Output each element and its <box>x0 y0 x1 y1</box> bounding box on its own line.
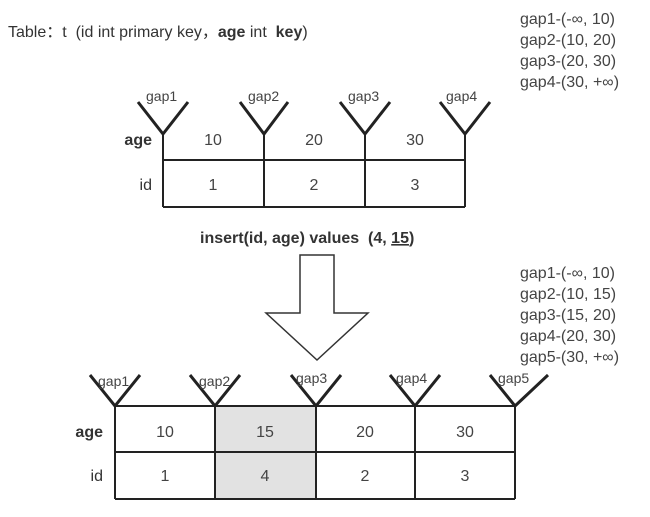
age-cell: 30 <box>456 424 474 441</box>
index-table-before: gap1 gap2 gap3 gap4 age id 10 20 30 1 2 … <box>124 88 492 208</box>
age-cell: 30 <box>406 132 424 149</box>
table-grid <box>162 134 466 208</box>
gap-list-item: gap1-(-∞, 10) <box>520 11 615 28</box>
gap-marker <box>438 101 492 137</box>
gap-list-item: gap4-(30, +∞) <box>520 74 619 91</box>
id-cell: 2 <box>310 177 319 194</box>
row-label-age: age <box>124 132 152 149</box>
gap-label: gap1 <box>98 373 129 389</box>
table-grid <box>114 405 516 500</box>
gap-marker <box>338 101 392 137</box>
age-cell-new: 15 <box>256 424 274 441</box>
id-cell: 1 <box>161 468 170 485</box>
gap-label: gap3 <box>296 370 327 386</box>
gap-list-item: gap2-(10, 15) <box>520 286 616 303</box>
id-cell: 2 <box>361 468 370 485</box>
gap-marker <box>136 101 190 137</box>
age-cell: 10 <box>204 132 222 149</box>
gap-list-after: gap1-(-∞, 10) gap2-(10, 15) gap3-(15, 20… <box>520 265 619 366</box>
index-table-after: gap1 gap2 gap3 gap4 gap5 age id 10 15 20… <box>75 370 550 500</box>
gap-list-item: gap2-(10, 20) <box>520 32 616 49</box>
gap-label: gap4 <box>396 370 427 386</box>
age-cell: 20 <box>305 132 323 149</box>
gap-marker <box>238 101 290 137</box>
gap-label: gap3 <box>348 88 379 104</box>
gap-label: gap2 <box>248 88 279 104</box>
gap-list-before: gap1-(-∞, 10) gap2-(10, 20) gap3-(20, 30… <box>520 11 619 91</box>
id-cell: 1 <box>209 177 218 194</box>
gap-list-item: gap1-(-∞, 10) <box>520 265 615 282</box>
id-cell: 3 <box>411 177 420 194</box>
gap-label: gap1 <box>146 88 177 104</box>
id-cell: 3 <box>461 468 470 485</box>
gap-label: gap5 <box>498 370 529 386</box>
gap-label: gap4 <box>446 88 477 104</box>
row-label-id: id <box>140 177 152 194</box>
id-cell-new: 4 <box>261 468 270 485</box>
down-arrow-icon <box>264 254 370 362</box>
row-label-age: age <box>75 424 103 441</box>
insert-statement: insert(id, age) values (4, 15) <box>200 230 414 247</box>
gap-label: gap2 <box>199 373 230 389</box>
gap-list-item: gap3-(15, 20) <box>520 307 616 324</box>
gap-list-item: gap3-(20, 30) <box>520 53 616 70</box>
age-cell: 10 <box>156 424 174 441</box>
row-label-id: id <box>91 468 103 485</box>
table-caption: Table：t (id int primary key，age int key) <box>8 24 308 41</box>
gap-list-item: gap5-(30, +∞) <box>520 349 619 366</box>
gap-list-item: gap4-(20, 30) <box>520 328 616 345</box>
age-cell: 20 <box>356 424 374 441</box>
